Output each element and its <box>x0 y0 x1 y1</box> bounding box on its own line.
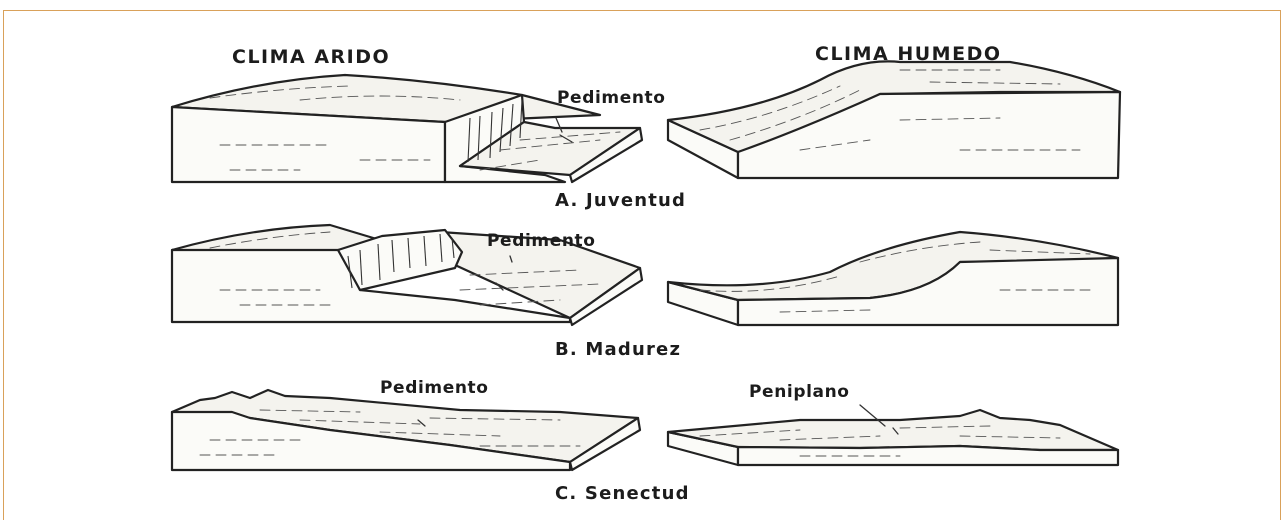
arid-label-senectud: Pedimento <box>380 378 489 398</box>
humid-block-juventud <box>668 61 1120 178</box>
humid-block-senectud <box>668 405 1118 465</box>
humid-block-madurez <box>668 232 1118 325</box>
arid-block-senectud <box>172 390 640 470</box>
header-arid: CLIMA ARIDO <box>232 46 390 68</box>
arid-label-madurez: Pedimento <box>487 231 596 251</box>
caption-senectud: C. Senectud <box>555 483 690 504</box>
caption-madurez: B. Madurez <box>555 339 681 360</box>
arid-label-juventud: Pedimento <box>557 88 666 108</box>
caption-juventud: A. Juventud <box>555 190 686 211</box>
humid-label-senectud: Peniplano <box>749 382 850 402</box>
